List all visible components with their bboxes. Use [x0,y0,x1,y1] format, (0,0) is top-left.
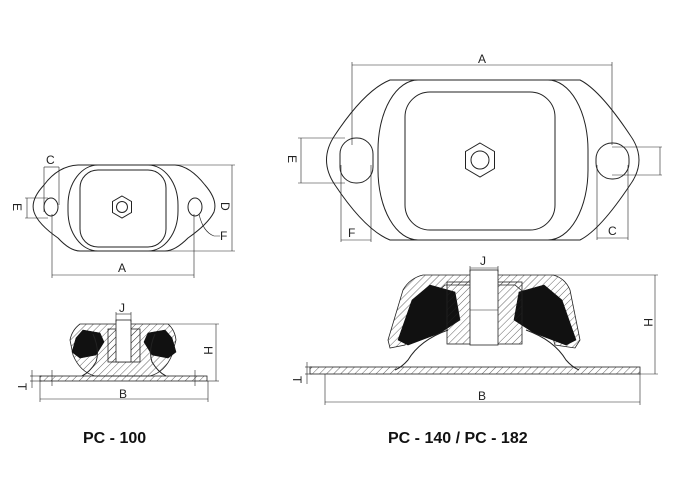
bolt-hole [116,201,128,213]
pc140-top-view: A E F C [285,52,662,242]
mount-slot-left [339,137,374,184]
label-t: T [290,376,304,384]
dimension-t [30,370,196,388]
dimension-f [340,165,372,242]
metal-insert [81,333,167,377]
model-title-pc100: PC - 100 [83,430,146,447]
base-plate [39,375,208,382]
hex-nut-icon [465,142,495,178]
dimension-d [165,164,235,252]
center-bore [469,269,499,346]
dimension-a [51,214,195,278]
dimension-a [351,62,613,145]
dimension-e [298,137,345,184]
base-plate [309,366,641,375]
mount-plate-outline [326,79,640,241]
label-b: B [119,387,127,401]
pc100-top-view: A D C E F [10,153,235,278]
label-e: E [10,203,24,211]
hex-nut-icon [112,195,132,219]
body-inner [404,91,556,231]
dimension-f-leader [198,213,220,237]
label-c: C [608,224,617,238]
label-a: A [478,52,486,66]
dimension-b [324,374,641,405]
label-h: H [641,318,655,327]
label-h: H [201,346,215,355]
dimension-b [39,381,209,402]
dimension-c [596,146,662,240]
dimension-t [305,362,312,384]
label-e: E [285,155,299,163]
rubber-left [71,329,105,359]
pc140-side-view: J H B T [290,254,658,405]
pc100-side-view: H B T J [15,301,219,402]
label-t: T [15,383,29,391]
rubber-right [143,329,177,359]
label-d: D [218,202,232,211]
mount-hole-right [187,197,203,217]
mount-hole-left [43,197,59,217]
mount-slot-right [595,142,630,180]
metal-insert [394,329,580,371]
dimension-h [168,323,219,382]
dimension-e [25,197,48,219]
label-c: C [46,153,55,167]
dimension-c [43,166,60,212]
dimension-j [469,266,499,272]
label-b: B [478,389,486,403]
label-j: J [480,254,486,268]
label-j: J [119,301,125,315]
label-f: F [348,226,355,240]
bolt-hole [470,150,490,170]
model-title-pc140-pc182: PC - 140 / PC - 182 [388,430,528,447]
body-outline [377,79,589,241]
dimension-h [553,274,658,375]
body-outline [67,164,179,252]
body-inner [79,169,167,248]
center-bore [115,319,132,363]
label-a: A [118,261,126,275]
label-f: F [220,229,227,243]
dimension-j [115,312,132,322]
